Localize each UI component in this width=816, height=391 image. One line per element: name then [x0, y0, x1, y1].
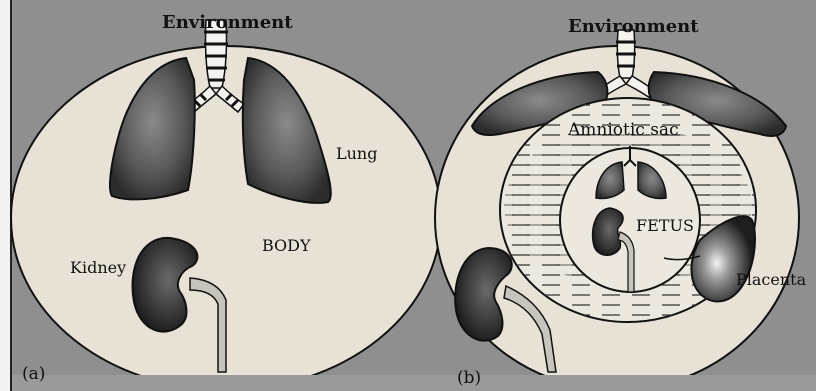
environment-label-b: Environment: [568, 18, 699, 36]
kidney-label: Kidney: [70, 260, 126, 276]
amniotic-sac-label: Amniotic sac: [568, 122, 679, 139]
lung-label: Lung: [336, 146, 377, 162]
panel-letter-b: (b): [457, 370, 481, 387]
panel-b: [435, 30, 799, 390]
environment-label-a: Environment: [162, 14, 293, 32]
placenta-label: Placenta: [736, 272, 806, 288]
body-label: BODY: [262, 238, 311, 254]
bottom-band: [12, 375, 816, 391]
panel-a: [11, 20, 441, 390]
panel-letter-a: (a): [22, 366, 45, 383]
left-margin: [0, 0, 10, 391]
fetus-label: FETUS: [636, 218, 694, 234]
